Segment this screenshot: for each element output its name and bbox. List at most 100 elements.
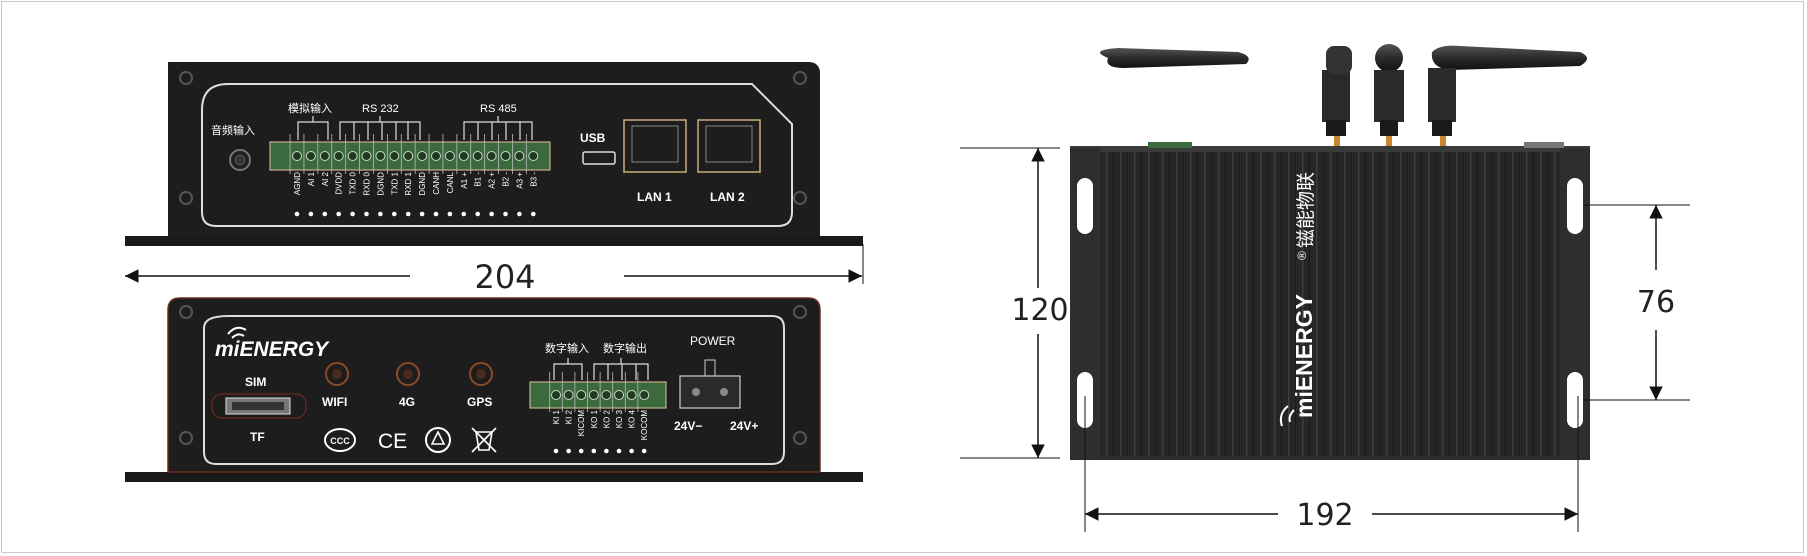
terminal-screw [472, 151, 483, 161]
pin-label: KI 2 [565, 409, 574, 424]
pin-dot [447, 211, 453, 217]
terminal-screw [588, 390, 599, 400]
pin-dot [531, 211, 536, 217]
pin-dot [517, 211, 522, 217]
pin-label: DVDD [335, 172, 344, 195]
lan1-label: LAN 1 [637, 190, 672, 204]
registered-mark: ® [1295, 251, 1309, 260]
tf-label: TF [250, 430, 265, 444]
pin-label: KO 1 [590, 409, 599, 428]
screw-icon [179, 71, 193, 85]
usb-label: USB [580, 131, 606, 145]
rs485-label: RS 485 [480, 103, 517, 115]
pin-label: KO 2 [602, 409, 611, 428]
antenna-right [1428, 45, 1587, 146]
weee-bin-icon [471, 427, 497, 453]
pin-dot [616, 448, 622, 454]
pin-label: CANL [446, 171, 455, 193]
terminal-screw [486, 151, 497, 161]
terminal-screw [551, 390, 561, 400]
ccc-cert-icon: CCC [324, 428, 356, 452]
front-mount-flange [125, 236, 863, 246]
back-inner-border [203, 315, 785, 465]
usb-port-icon [582, 151, 616, 165]
screw-icon [793, 71, 807, 85]
terminal-screw [417, 151, 428, 161]
dimension-76-label: 76 [1637, 285, 1675, 320]
terminal-screw [292, 151, 302, 161]
terminal-screw [514, 151, 525, 161]
lan2-label: LAN 2 [710, 190, 745, 204]
pin-label: KICOM [577, 410, 586, 437]
pin-label: KO 3 [615, 409, 624, 428]
back-panel: miENERGY SIM TF WIFI 4G GPS CCC CE [125, 297, 863, 482]
24v-negative-label: 24V− [674, 419, 702, 433]
wifi-signal-icon [227, 326, 247, 339]
power-connector[interactable] [679, 375, 741, 409]
pin-dot [578, 448, 584, 454]
pin-dot [503, 211, 508, 217]
digital-out-label: 数字输出 [603, 341, 647, 355]
pin-label: TXD 1 [390, 171, 399, 194]
svg-text:CCC: CCC [330, 436, 350, 446]
height-dimension-120: 120 [960, 147, 1069, 459]
audio-in-label: 音频输入 [211, 123, 255, 137]
pin-dot [322, 211, 328, 217]
pin-label: TXD 0 [349, 171, 358, 194]
pin-label: DGND [376, 172, 385, 196]
back-bracket-lines [553, 358, 649, 380]
pin-label: AI 1 [307, 171, 316, 186]
pin-label: KI 1 [552, 409, 561, 424]
terminal-screw [444, 151, 455, 161]
terminal-screw [528, 151, 539, 161]
mounting-ear-right [1560, 148, 1590, 460]
terminal-screw [375, 151, 386, 161]
digital-in-label: 数字输入 [545, 341, 589, 355]
pin-dot [553, 448, 559, 454]
front-bracket-lines [297, 116, 533, 140]
brand-logo: miENERGY [215, 338, 330, 361]
pin-label: B2 - [502, 172, 511, 187]
screw-icon [793, 305, 807, 319]
terminal-screw [333, 151, 344, 161]
antenna-center [1374, 44, 1404, 146]
pin-dot [405, 211, 411, 217]
pin-dot [308, 211, 314, 217]
terminal-screw [626, 390, 637, 400]
antenna-left [1100, 46, 1352, 146]
front-terminal-screws [292, 151, 539, 161]
pin-dot [378, 211, 383, 217]
power-pin-positive [720, 388, 728, 396]
gps-antenna-connector-icon [469, 362, 493, 386]
pin-dot [566, 448, 571, 454]
top-wifi-signal-icon [1279, 405, 1295, 427]
dimension-204-label: 204 [474, 258, 535, 296]
back-housing [167, 297, 821, 473]
top-brand-logo: miENERGY [1291, 294, 1317, 418]
screw-icon [179, 305, 193, 319]
pin-dot [419, 211, 425, 217]
pin-dot [350, 211, 355, 217]
screw-icon [179, 191, 193, 205]
pin-label: CANH [432, 172, 441, 195]
pin-label: RXD 0 [363, 171, 372, 195]
lan1-port-icon[interactable] [623, 119, 687, 173]
terminal-screw [500, 151, 511, 161]
ce-cert-icon: CE [378, 430, 407, 453]
lan2-port-icon[interactable] [697, 119, 761, 173]
top-brand-cn: 镃能物联 [1295, 172, 1317, 248]
mount-spacing-dimension-76: 76 [1584, 204, 1690, 401]
width-dimension-192: 192 [1084, 396, 1579, 533]
pin-label: KOCOM [640, 410, 649, 441]
power-label: POWER [690, 334, 736, 348]
analog-in-label: 模拟输入 [288, 101, 332, 115]
power-pin-negative [692, 388, 700, 396]
screw-icon [793, 191, 807, 205]
terminal-screw [431, 151, 441, 161]
pin-label: B1 - [474, 172, 483, 187]
pin-dot [461, 211, 467, 217]
pin-dot [629, 448, 634, 454]
